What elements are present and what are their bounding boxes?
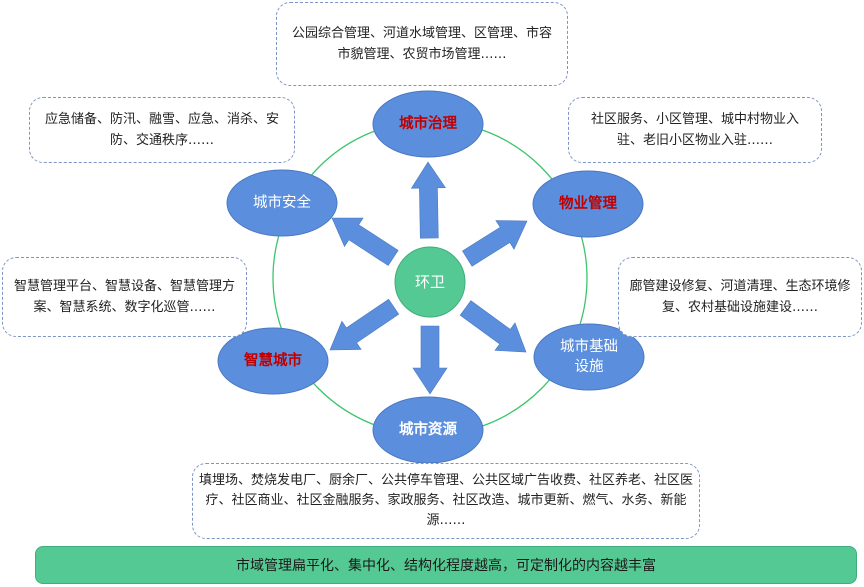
- node-shape-smart-city: [217, 327, 329, 395]
- center-label: 环卫: [414, 273, 445, 291]
- center-node[interactable]: 环卫: [395, 262, 465, 302]
- arrow-to-city-infrastructure: [459, 300, 527, 353]
- arrow-to-smart-city: [329, 298, 400, 351]
- node-city-resources[interactable]: 城市资源: [373, 410, 483, 450]
- note-city-resources: 填埋场、焚烧发电厂、厨余厂、公共停车管理、公共区域广告收费、社区养老、社区医疗、…: [192, 463, 700, 539]
- center-shape: [394, 246, 466, 318]
- note-text-city-safety: 应急储备、防汛、融雪、应急、消杀、安防、交通秩序……: [44, 112, 279, 148]
- arrow-to-city-safety: [331, 217, 399, 266]
- note-property-management: 社区服务、小区管理、城中村物业入驻、老旧小区物业入驻……: [568, 97, 822, 163]
- note-city-governance: 公园综合管理、河道水域管理、区管理、市容市貌管理、农贸市场管理……: [276, 2, 568, 86]
- node-shape-property-management: [532, 170, 644, 238]
- note-text-city-infrastructure: 廊管建设修复、河道清理、生态环境修复、农村基础设施建设……: [629, 279, 851, 315]
- note-city-infrastructure: 廊管建设修复、河道清理、生态环境修复、农村基础设施建设……: [618, 257, 862, 337]
- node-label-city-infrastructure: 城市基础 设施: [560, 339, 618, 375]
- node-shape-city-infrastructure: [533, 323, 645, 391]
- note-smart-city: 智慧管理平台、智慧设备、智慧管理方案、智慧系统、数字化巡管……: [2, 257, 247, 337]
- note-text-property-management: 社区服务、小区管理、城中村物业入驻、老旧小区物业入驻……: [590, 112, 799, 148]
- arrow-to-property-management: [462, 220, 528, 267]
- note-text-city-resources: 填埋场、焚烧发电厂、厨余厂、公共停车管理、公共区域广告收费、社区养老、社区医疗、…: [199, 473, 694, 528]
- node-shape-city-safety: [226, 169, 338, 237]
- note-text-smart-city: 智慧管理平台、智慧设备、智慧管理方案、智慧系统、数字化巡管……: [13, 279, 235, 315]
- node-city-safety[interactable]: 城市安全: [227, 183, 337, 223]
- node-label-property-management: 物业管理: [559, 196, 617, 212]
- note-city-safety: 应急储备、防汛、融雪、应急、消杀、安防、交通秩序……: [29, 97, 295, 163]
- note-text-city-governance: 公园综合管理、河道水域管理、区管理、市容市貌管理、农贸市场管理……: [291, 26, 552, 62]
- node-city-infrastructure[interactable]: 城市基础 设施: [534, 335, 644, 379]
- node-property-management[interactable]: 物业管理: [533, 184, 643, 224]
- node-label-city-governance: 城市治理: [399, 116, 457, 132]
- summary-banner: 市域管理扁平化、集中化、结构化程度越高，可定制化的内容越丰富: [35, 546, 857, 584]
- node-smart-city[interactable]: 智慧城市: [218, 341, 328, 381]
- node-label-city-resources: 城市资源: [399, 422, 457, 438]
- summary-banner-text: 市域管理扁平化、集中化、结构化程度越高，可定制化的内容越丰富: [236, 558, 656, 574]
- node-label-smart-city: 智慧城市: [244, 353, 302, 369]
- node-label-city-safety: 城市安全: [253, 195, 311, 211]
- node-shape-city-governance: [372, 90, 484, 158]
- arrow-to-city-resources: [412, 325, 448, 395]
- arrow-to-city-governance: [410, 161, 446, 239]
- node-city-governance[interactable]: 城市治理: [373, 104, 483, 144]
